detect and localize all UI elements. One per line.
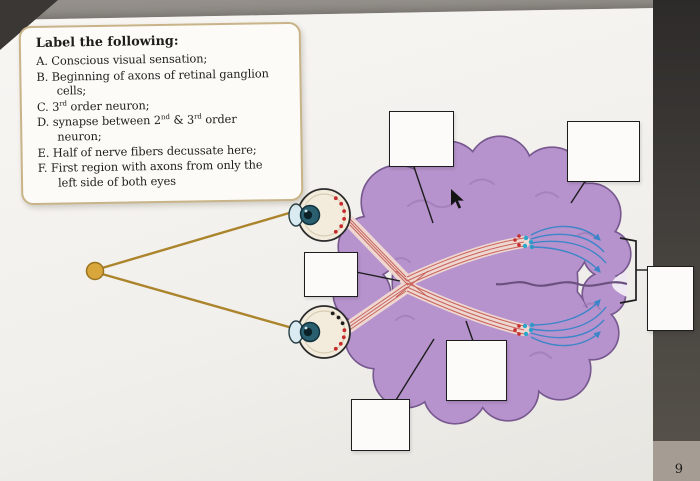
leader-line-6 <box>395 338 435 401</box>
answer-box-cortex-top-right[interactable] <box>567 121 640 182</box>
answer-box-optic-tract[interactable] <box>446 340 507 401</box>
optic-pathway-bands <box>343 215 535 337</box>
bracket-annotation <box>619 237 648 304</box>
eye-lower <box>288 305 351 359</box>
retina-ganglion-dots-lower <box>330 311 347 351</box>
answer-box-occipital-bracket[interactable] <box>647 266 694 331</box>
instruction-list: A. Conscious visual sensation; B. Beginn… <box>36 50 291 190</box>
nerve-fiber-stripes <box>347 216 525 335</box>
pupil-lower <box>303 327 313 337</box>
longitudinal-fissure-gap <box>612 271 627 297</box>
light-ray-upper <box>100 209 298 270</box>
page-number: 9 <box>674 462 683 477</box>
answer-box-optic-nerve-upper[interactable] <box>389 111 454 167</box>
answer-box-optic-nerve-lower[interactable] <box>351 399 410 451</box>
photo-edge-band <box>653 0 700 481</box>
instruction-box: Label the following: A. Conscious visual… <box>18 21 304 206</box>
instruction-title: Label the following: <box>35 33 179 51</box>
leader-line-1 <box>412 163 434 224</box>
light-ray-lower <box>100 272 298 331</box>
pupil-upper <box>303 210 313 220</box>
leader-line-3 <box>355 271 401 282</box>
light-rays <box>100 209 298 331</box>
eye-upper <box>288 188 351 242</box>
retina-ganglion-dots-upper <box>333 196 346 234</box>
light-source-dot <box>85 261 105 281</box>
instruction-item-d: D. synapse between 2nd & 3rd order neuro… <box>37 111 237 144</box>
chiasm-crossing-stripe <box>395 270 429 298</box>
instruction-item-f: F. First region with axons from only the… <box>37 157 263 190</box>
leader-line-5 <box>465 320 474 342</box>
tract-end-red-dots <box>513 234 521 336</box>
leader-line-2 <box>570 179 587 204</box>
mouse-cursor-icon <box>451 189 464 209</box>
answer-box-optic-chiasm[interactable] <box>304 252 358 297</box>
page-corner <box>653 441 700 481</box>
optic-radiations <box>530 225 607 347</box>
instruction-item-b: B. Beginning of axons of retinal ganglio… <box>36 65 269 98</box>
longitudinal-fissure-line <box>495 281 628 287</box>
leader-lines <box>355 163 587 401</box>
lgn-synapse-dots <box>522 235 535 337</box>
